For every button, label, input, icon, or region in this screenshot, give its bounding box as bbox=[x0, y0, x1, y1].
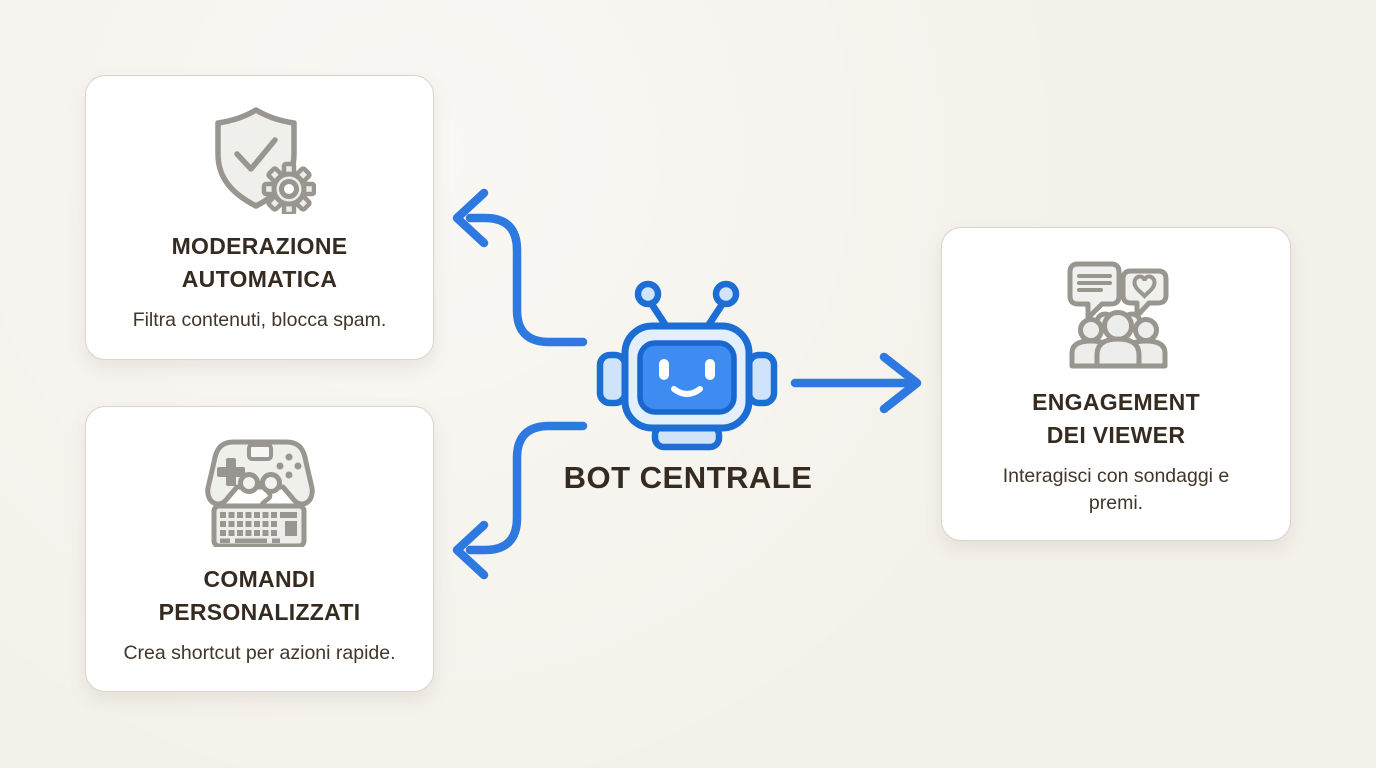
node-title-line1: ENGAGEMENT bbox=[1032, 388, 1200, 415]
shield-check-gear-icon bbox=[214, 106, 316, 214]
node-title-line2: PERSONALIZZATI bbox=[158, 598, 361, 625]
robot-icon bbox=[596, 280, 778, 451]
gamepad-keyboard-icon bbox=[205, 439, 315, 547]
arrow-to-comandi-personalizzati bbox=[452, 421, 588, 580]
node-title: COMANDI PERSONALIZZATI bbox=[159, 563, 361, 629]
node-card-engagement-viewer: ENGAGEMENT DEI VIEWER Interagisci con so… bbox=[941, 227, 1291, 541]
central-bot-label: BOT CENTRALE bbox=[563, 460, 813, 495]
node-title-line1: COMANDI bbox=[203, 565, 316, 592]
node-subtitle: Crea shortcut per azioni rapide. bbox=[123, 641, 396, 664]
node-card-moderazione-automatica: MODERAZIONE AUTOMATICA Filtra contenuti,… bbox=[85, 75, 434, 360]
node-title-line1: MODERAZIONE bbox=[171, 232, 348, 259]
arrow-to-moderazione-automatica bbox=[452, 188, 588, 347]
node-title: MODERAZIONE AUTOMATICA bbox=[172, 230, 348, 296]
node-subtitle: Interagisci con sondaggi e premi. bbox=[1002, 464, 1230, 514]
speech-bubbles-audience-icon bbox=[1067, 261, 1169, 368]
arrow-to-engagement-viewer bbox=[790, 352, 922, 414]
central-bot bbox=[594, 276, 780, 452]
node-title: ENGAGEMENT DEI VIEWER bbox=[1032, 386, 1200, 452]
node-title-line2: AUTOMATICA bbox=[181, 265, 338, 292]
node-subtitle: Filtra contenuti, blocca spam. bbox=[132, 308, 387, 331]
node-title-line2: DEI VIEWER bbox=[1046, 421, 1186, 448]
node-card-comandi-personalizzati: COMANDI PERSONALIZZATI Crea shortcut per… bbox=[85, 406, 434, 692]
